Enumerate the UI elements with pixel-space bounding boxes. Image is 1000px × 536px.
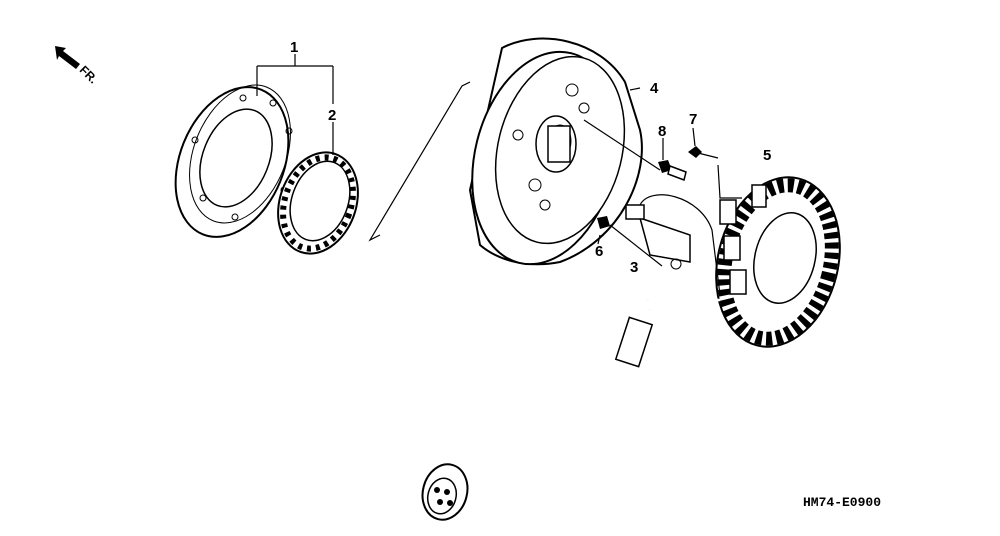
front-direction-label: FR. bbox=[77, 63, 101, 87]
bolt-7 bbox=[688, 146, 719, 159]
starter-clutch-outer bbox=[174, 84, 293, 238]
callout-1: 1 bbox=[290, 39, 298, 56]
stator bbox=[715, 176, 841, 348]
wire-connector bbox=[421, 463, 469, 521]
callout-3: 3 bbox=[630, 259, 638, 276]
callout-5: 5 bbox=[763, 147, 771, 164]
bolt-8 bbox=[658, 160, 687, 181]
bolt-6 bbox=[597, 216, 610, 229]
leader-lines bbox=[256, 54, 742, 267]
diagram-code: HM74-E0900 bbox=[803, 495, 881, 510]
pulse-generator bbox=[625, 194, 721, 296]
front-direction-arrow-icon bbox=[55, 46, 80, 69]
callout-2: 2 bbox=[328, 107, 336, 124]
callout-7: 7 bbox=[689, 111, 697, 128]
one-way-clutch bbox=[277, 151, 359, 255]
wire-harness bbox=[459, 296, 721, 474]
flywheel bbox=[468, 37, 643, 266]
callout-4: 4 bbox=[650, 80, 659, 97]
callout-8: 8 bbox=[658, 123, 666, 140]
callout-6: 6 bbox=[595, 243, 603, 260]
